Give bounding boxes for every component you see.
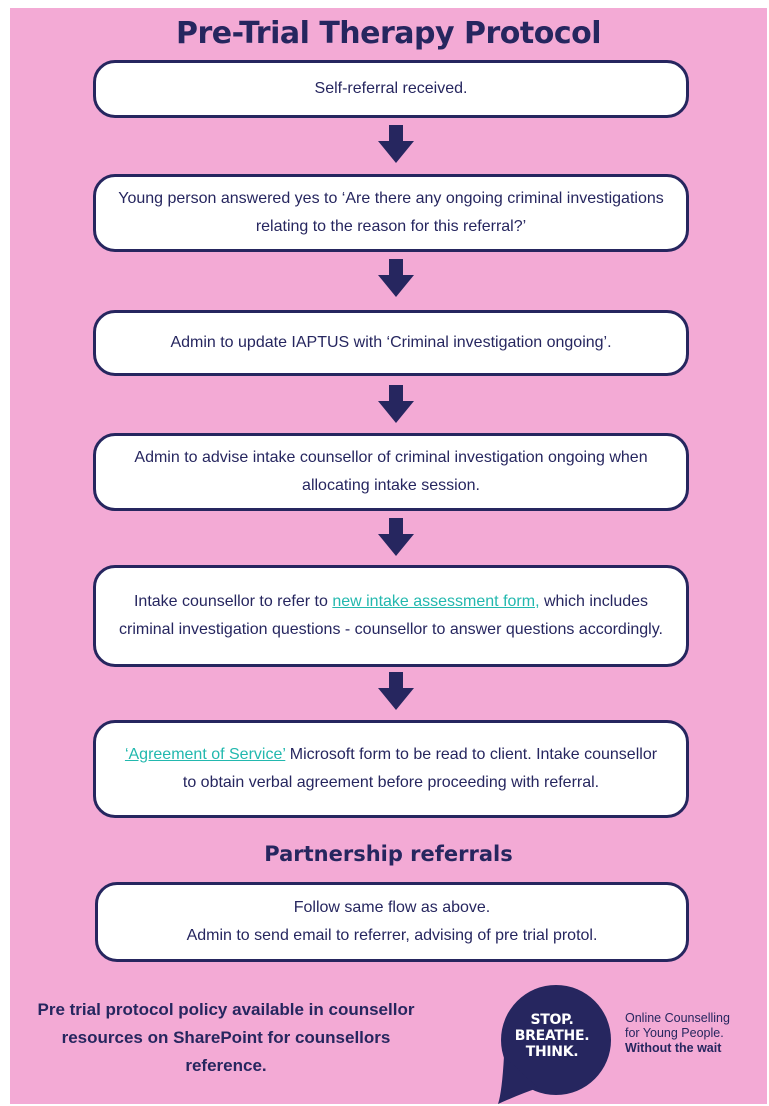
policy-note: Pre trial protocol policy available in c…	[37, 1000, 415, 1075]
step-update-iaptus: Admin to update IAPTUS with ‘Criminal in…	[93, 310, 689, 376]
step-text: ‘Agreement of Service’ Microsoft form to…	[118, 741, 664, 797]
partnership-box: Follow same flow as above. Admin to send…	[95, 882, 689, 962]
partnership-line-2: Admin to send email to referrer, advisin…	[186, 927, 598, 944]
tagline-line-2: for Young People.	[625, 1026, 724, 1040]
down-arrow-icon	[376, 385, 416, 425]
partnership-line-1: Follow same flow as above.	[293, 899, 491, 916]
step-text: Admin to advise intake counsellor of cri…	[134, 449, 648, 494]
speech-bubble-logo-icon	[498, 984, 614, 1106]
logo-line-2: BREATHE.	[514, 1028, 590, 1044]
step-advise-counsellor: Admin to advise intake counsellor of cri…	[93, 433, 689, 511]
step-text-after: Microsoft form to be read to client. Int…	[182, 746, 658, 791]
logo-wordmark: STOP. BREATHE. THINK.	[502, 1012, 602, 1060]
agreement-of-service-link[interactable]: ‘Agreement of Service’	[124, 746, 286, 763]
tagline-line-1: Online Counselling	[625, 1011, 730, 1025]
tagline: Online Counselling for Young People. Wit…	[625, 1011, 769, 1056]
step-text-before: Intake counsellor to refer to	[133, 593, 333, 610]
step-criminal-question: Young person answered yes to ‘Are there …	[93, 174, 689, 252]
step-text: Admin to update IAPTUS with ‘Criminal in…	[170, 334, 612, 351]
tagline-line-3: Without the wait	[625, 1041, 722, 1055]
step-intake-assessment: Intake counsellor to refer to new intake…	[93, 565, 689, 667]
step-text: Young person answered yes to ‘Are there …	[118, 190, 664, 235]
down-arrow-icon	[376, 518, 416, 558]
page-title: Pre-Trial Therapy Protocol	[175, 16, 602, 51]
down-arrow-icon	[376, 259, 416, 299]
logo-line-1: STOP.	[530, 1012, 574, 1028]
step-text: Intake counsellor to refer to new intake…	[118, 588, 664, 644]
step-self-referral: Self-referral received.	[93, 60, 689, 118]
step-text-after: which includes criminal investigation qu…	[119, 593, 663, 638]
step-text: Self-referral received.	[314, 80, 468, 97]
flowchart-page: Pre-Trial Therapy Protocol Self-referral…	[10, 8, 767, 1104]
partnership-text: Follow same flow as above. Admin to send…	[187, 894, 598, 950]
down-arrow-icon	[376, 672, 416, 712]
down-arrow-icon	[376, 125, 416, 165]
partnership-heading: Partnership referrals	[264, 842, 513, 866]
logo-line-3: THINK.	[525, 1044, 579, 1060]
step-agreement-of-service: ‘Agreement of Service’ Microsoft form to…	[93, 720, 689, 818]
intake-assessment-form-link[interactable]: new intake assessment form,	[332, 593, 540, 610]
